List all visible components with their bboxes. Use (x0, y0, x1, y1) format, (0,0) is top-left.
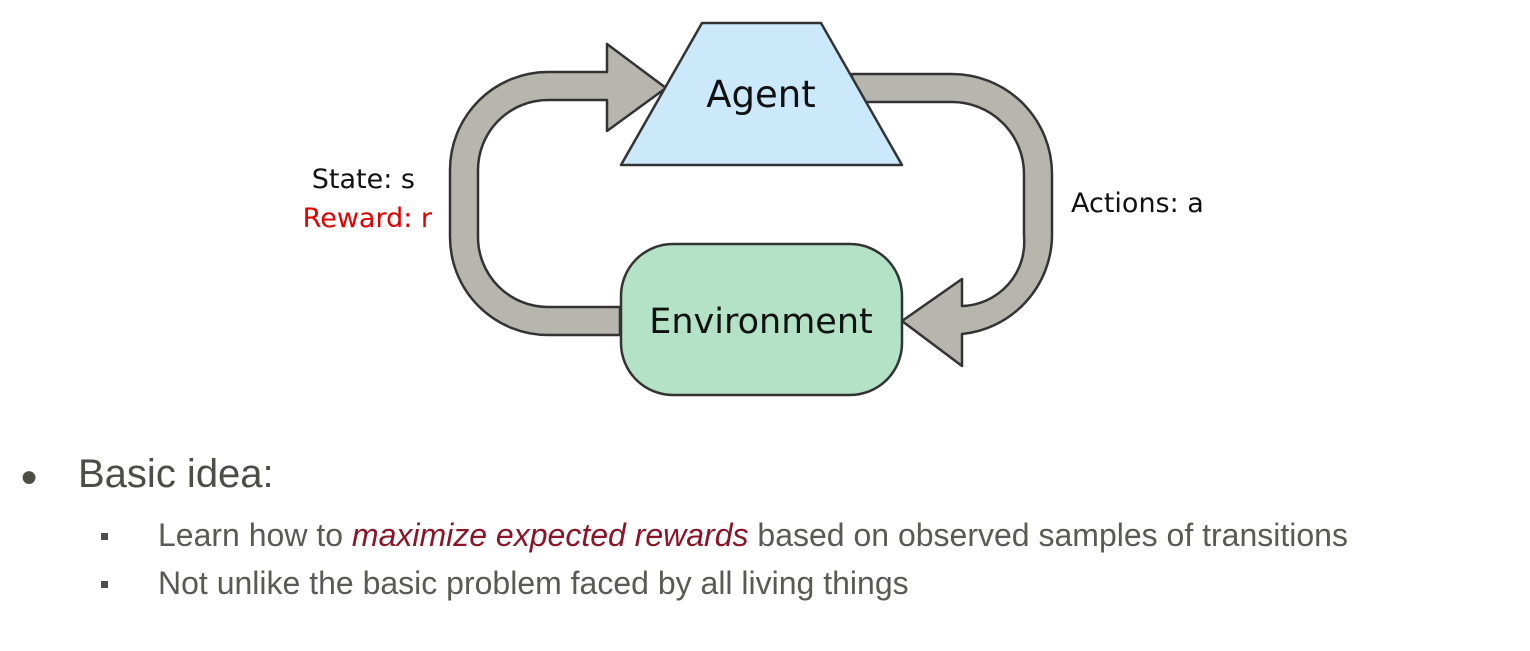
state-label: State: s (312, 164, 415, 195)
actions-arrow (850, 72, 1054, 368)
bullet-item-text: Not unlike the basic problem faced by al… (158, 565, 909, 601)
reward-label: Reward: r (303, 203, 433, 234)
square-bullet-icon (101, 533, 108, 540)
agent-label: Agent (706, 73, 816, 116)
bullet-item: Not unlike the basic problem faced by al… (158, 565, 909, 602)
actions-label: Actions: a (1071, 188, 1204, 219)
state-reward-arrow (448, 42, 668, 337)
bullet-heading: Basic idea: (78, 452, 274, 496)
bullet-item-text-end: based on observed samples of transitions (748, 517, 1348, 553)
environment-node (619, 242, 904, 397)
agent-node (619, 21, 904, 167)
agent-environment-diagram: Agent Environment State: s Reward: r Act… (303, 21, 1204, 397)
environment-label: Environment (649, 302, 872, 342)
bullet-item-text: Learn how to (158, 517, 352, 553)
bullet-item: Learn how to maximize expected rewards b… (158, 517, 1348, 554)
bullet-icon: ● (20, 460, 39, 493)
bullet-item-emphasis: maximize expected rewards (351, 517, 749, 553)
square-bullet-icon (101, 581, 108, 588)
